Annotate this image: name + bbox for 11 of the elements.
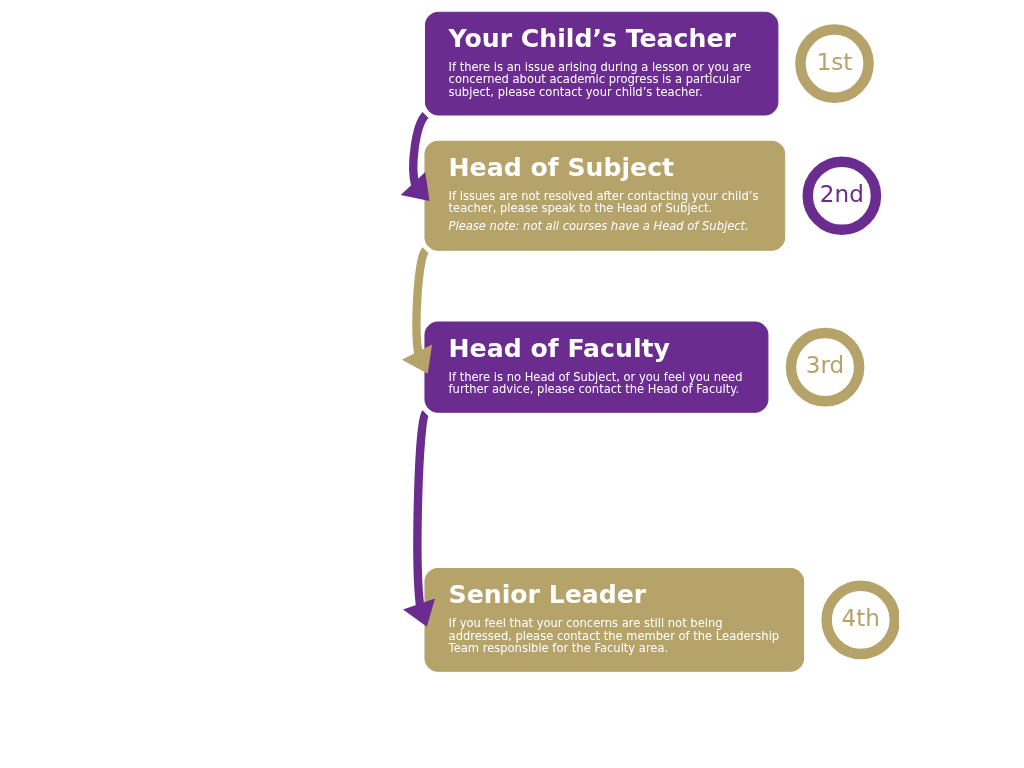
node-circle: 4th <box>820 580 899 660</box>
arrow <box>401 248 432 374</box>
node-box: Head of Subject If issues are not resolved after contacting your child’s teacher, please speak to the Head of Subject. Please note: not all courses have a Head of Subject. <box>423 140 785 251</box>
node-circle: 2nd <box>802 156 881 236</box>
node-circle: 3rd <box>785 327 864 407</box>
node-box: Head of Faculty If there is no Head of Subject, or you feel you need further advice, please contact the Head of Faculty. <box>423 321 768 413</box>
node-circle: 1st <box>794 24 874 103</box>
node-box: Your Child’s Teacher If there is an issue arising during a lesson or you are concerned about academic progress is a particular subject, please contact your child’s teacher. <box>424 11 778 116</box>
arrow <box>400 112 429 202</box>
arrow <box>402 411 435 627</box>
node-box: Senior Leader If you feel that your concerns are still not being addressed, please contact the member of the Leadership Team responsible for the Faculty area. <box>423 567 804 672</box>
